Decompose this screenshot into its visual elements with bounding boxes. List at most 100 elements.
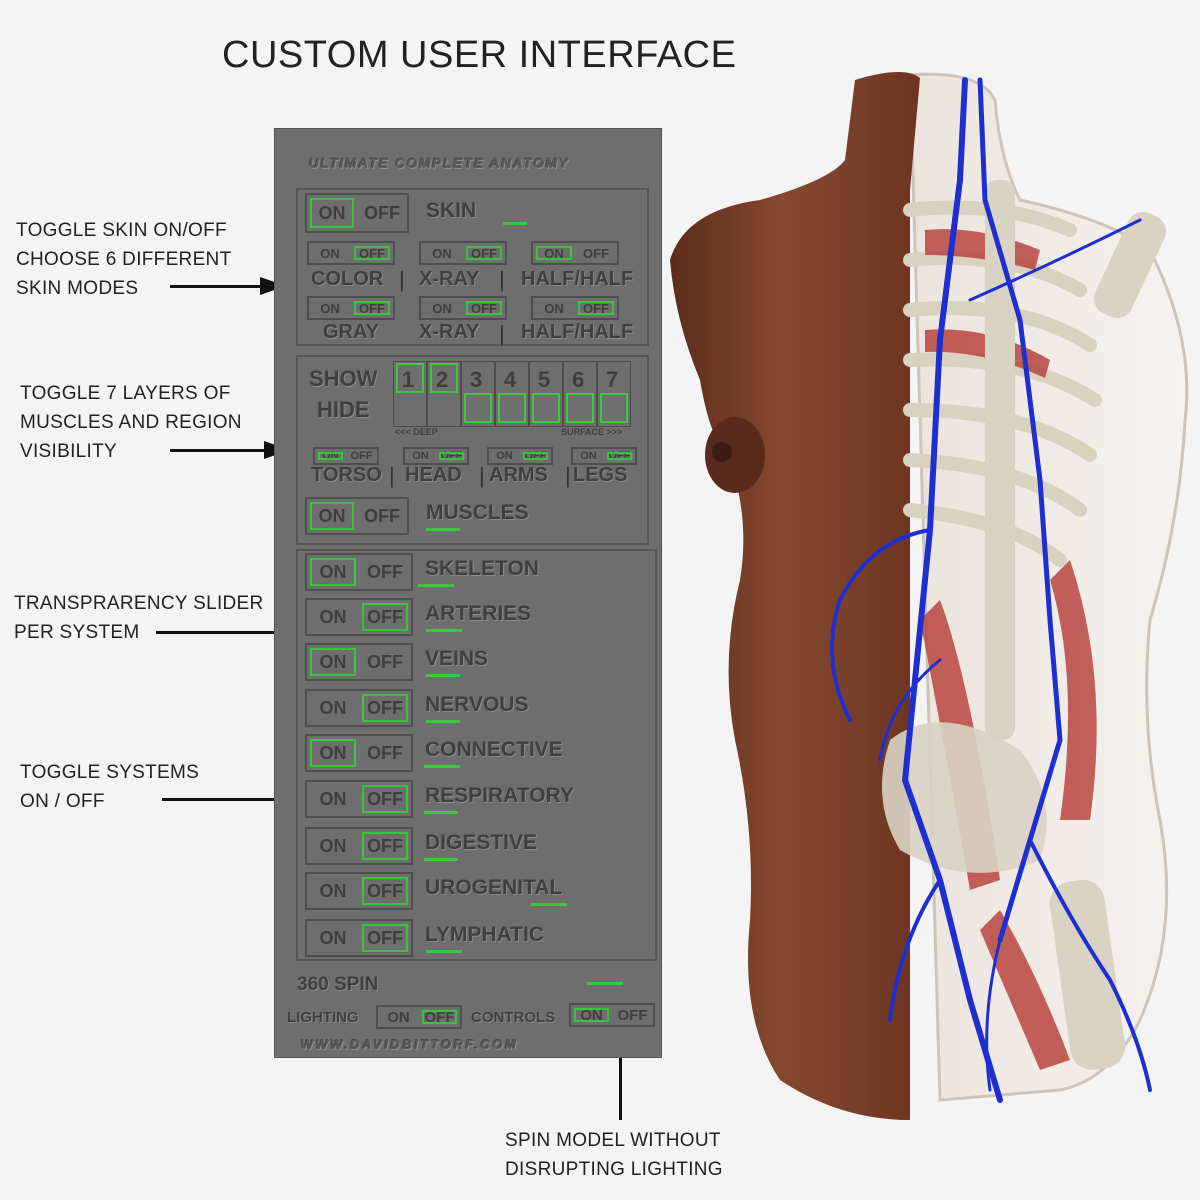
system-toggle-urogenital[interactable]: ON OFF xyxy=(305,872,413,910)
layer-number-4[interactable]: 4 xyxy=(504,367,517,392)
system-toggle-nervous[interactable]: ON OFF xyxy=(305,689,413,727)
layer-number-6[interactable]: 6 xyxy=(572,367,585,392)
skin-mode-toggle-6-on[interactable]: ON xyxy=(544,300,564,316)
muscles-toggle-off[interactable]: OFF xyxy=(364,505,400,526)
layer-hide-box-5[interactable] xyxy=(532,393,560,423)
system-toggle-skeleton-on[interactable]: ON xyxy=(307,555,359,589)
system-slider-skeleton[interactable] xyxy=(418,584,454,587)
region-toggle-legs-off[interactable]: OFF xyxy=(604,449,635,463)
skin-mode-toggle-1[interactable]: ON OFF xyxy=(307,241,395,265)
skin-mode-toggle-6[interactable]: ON OFF xyxy=(531,296,619,320)
layer-cell-5[interactable] xyxy=(529,361,563,427)
skin-mode-toggle-3-on[interactable]: ON xyxy=(533,243,575,263)
layer-cell-1[interactable] xyxy=(393,361,427,427)
system-slider-digestive[interactable] xyxy=(424,858,458,861)
muscles-toggle[interactable]: ON OFF xyxy=(305,497,409,535)
system-toggle-veins-off[interactable]: OFF xyxy=(367,651,403,672)
layer-number-1[interactable]: 1 xyxy=(402,367,415,392)
region-toggle-head-on[interactable]: ON xyxy=(412,450,429,462)
layer-hide-box-7[interactable] xyxy=(600,393,628,423)
region-toggle-torso[interactable]: ON OFF xyxy=(313,447,379,465)
lighting-toggle-on[interactable]: ON xyxy=(387,1008,410,1026)
system-slider-urogenital[interactable] xyxy=(531,903,567,906)
layer-number-7[interactable]: 7 xyxy=(606,367,619,392)
layer-hide-box-6[interactable] xyxy=(566,393,594,423)
layer-hide-box-3[interactable] xyxy=(464,393,492,423)
region-toggle-head[interactable]: ON OFF xyxy=(403,447,469,465)
controls-toggle-off[interactable]: OFF xyxy=(617,1006,648,1024)
skin-mode-toggle-5-off[interactable]: OFF xyxy=(463,298,505,318)
skin-mode-toggle-3-off[interactable]: OFF xyxy=(583,245,609,261)
skin-mode-toggle-1-off[interactable]: OFF xyxy=(351,243,393,263)
system-slider-connective[interactable] xyxy=(424,765,460,768)
layer-number-5[interactable]: 5 xyxy=(538,367,551,392)
system-toggle-connective-off[interactable]: OFF xyxy=(367,742,403,763)
system-slider-lymphatic[interactable] xyxy=(426,950,462,953)
lighting-toggle-off[interactable]: OFF xyxy=(419,1007,460,1027)
system-toggle-lymphatic-on[interactable]: ON xyxy=(319,927,347,948)
skin-toggle-on[interactable]: ON xyxy=(307,195,357,231)
region-toggle-legs[interactable]: ON OFF xyxy=(571,447,637,465)
region-toggle-legs-on[interactable]: ON xyxy=(580,450,597,462)
layer-hide-box-4[interactable] xyxy=(498,393,526,423)
system-slider-veins[interactable] xyxy=(426,674,460,677)
skin-toggle-off[interactable]: OFF xyxy=(364,202,400,223)
layer-cell-6[interactable] xyxy=(563,361,597,427)
region-toggle-torso-off[interactable]: OFF xyxy=(350,450,373,462)
system-toggle-urogenital-off[interactable]: OFF xyxy=(359,874,411,908)
system-toggle-respiratory[interactable]: ON OFF xyxy=(305,780,413,818)
system-toggle-respiratory-off[interactable]: OFF xyxy=(359,782,411,816)
skin-mode-toggle-3[interactable]: ON OFF xyxy=(531,241,619,265)
lighting-toggle[interactable]: ON OFF xyxy=(376,1005,462,1029)
system-toggle-lymphatic-off[interactable]: OFF xyxy=(359,921,411,955)
skin-mode-toggle-4-on[interactable]: ON xyxy=(320,300,340,316)
controls-toggle-on[interactable]: ON xyxy=(571,1005,612,1025)
system-toggle-nervous-on[interactable]: ON xyxy=(319,697,347,718)
region-toggle-arms-on[interactable]: ON xyxy=(496,450,513,462)
layer-show-box-2[interactable] xyxy=(430,363,458,393)
skin-mode-toggle-4[interactable]: ON OFF xyxy=(307,296,395,320)
system-toggle-arteries[interactable]: ON OFF xyxy=(305,598,413,636)
region-toggle-head-off[interactable]: OFF xyxy=(436,449,467,463)
skin-slider[interactable] xyxy=(503,222,527,225)
system-toggle-digestive-off[interactable]: OFF xyxy=(359,829,411,863)
skin-mode-toggle-5-on[interactable]: ON xyxy=(432,300,452,316)
system-toggle-respiratory-on[interactable]: ON xyxy=(319,788,347,809)
system-toggle-connective-on[interactable]: ON xyxy=(307,736,359,770)
system-toggle-connective[interactable]: ON OFF xyxy=(305,734,413,772)
skin-mode-toggle-4-off[interactable]: OFF xyxy=(351,298,393,318)
skin-mode-toggle-6-off[interactable]: OFF xyxy=(575,298,617,318)
skin-mode-toggle-2-off[interactable]: OFF xyxy=(463,243,505,263)
region-toggle-torso-on[interactable]: ON xyxy=(315,449,346,463)
skin-mode-toggle-5[interactable]: ON OFF xyxy=(419,296,507,320)
layer-cell-2[interactable] xyxy=(427,361,461,427)
system-toggle-urogenital-on[interactable]: ON xyxy=(319,880,347,901)
system-toggle-arteries-off[interactable]: OFF xyxy=(359,600,411,634)
region-toggle-arms[interactable]: ON OFF xyxy=(487,447,553,465)
system-toggle-digestive-on[interactable]: ON xyxy=(319,835,347,856)
system-slider-arteries[interactable] xyxy=(426,629,462,632)
skin-mode-toggle-1-on[interactable]: ON xyxy=(320,245,340,261)
system-toggle-skeleton-off[interactable]: OFF xyxy=(367,561,403,582)
controls-toggle[interactable]: ON OFF xyxy=(569,1003,655,1027)
muscles-toggle-on[interactable]: ON xyxy=(307,499,357,533)
region-toggle-arms-off[interactable]: OFF xyxy=(520,449,551,463)
layer-number-2[interactable]: 2 xyxy=(436,367,449,392)
spin-slider[interactable] xyxy=(587,982,623,985)
system-toggle-skeleton[interactable]: ON OFF xyxy=(305,553,413,591)
layer-show-box-1[interactable] xyxy=(396,363,424,393)
system-toggle-digestive[interactable]: ON OFF xyxy=(305,827,413,865)
layer-cell-4[interactable] xyxy=(495,361,529,427)
layer-cell-3[interactable] xyxy=(461,361,495,427)
layer-number-3[interactable]: 3 xyxy=(470,367,483,392)
system-toggle-veins-on[interactable]: ON xyxy=(307,645,359,679)
system-slider-nervous[interactable] xyxy=(426,720,460,723)
system-toggle-veins[interactable]: ON OFF xyxy=(305,643,413,681)
muscles-slider[interactable] xyxy=(426,528,460,531)
system-toggle-lymphatic[interactable]: ON OFF xyxy=(305,919,413,957)
system-toggle-nervous-off[interactable]: OFF xyxy=(359,691,411,725)
skin-mode-toggle-2-on[interactable]: ON xyxy=(432,245,452,261)
skin-toggle[interactable]: ON OFF xyxy=(305,193,409,233)
skin-mode-toggle-2[interactable]: ON OFF xyxy=(419,241,507,265)
system-toggle-arteries-on[interactable]: ON xyxy=(319,606,347,627)
